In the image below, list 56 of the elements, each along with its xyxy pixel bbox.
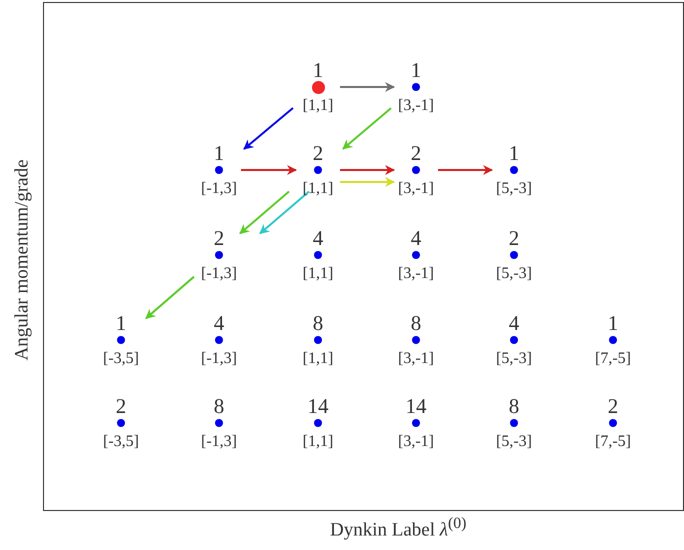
multiplicity-value: 2 [410,142,422,164]
weight-label: [1,1] [302,433,334,451]
weight-label: [3,-1] [398,97,434,115]
weight-label: [5,-3] [496,180,532,198]
weight-label: [-3,5] [103,433,139,451]
weight-label: [7,-5] [595,350,631,368]
multiplicity-value: 8 [410,312,422,334]
weight-label: [-1,3] [201,180,237,198]
weight-label: [1,1] [302,350,334,368]
multiplicity-value: 1 [508,142,520,164]
multiplicity-value: 14 [406,395,426,417]
multiplicity-value: 1 [214,142,224,164]
arrow [259,190,310,234]
multiplicity-value: 1 [312,59,324,81]
multiplicity-value: 2 [214,227,224,249]
weight-label: [3,-1] [398,180,434,198]
weight-label: [-1,3] [201,433,237,451]
arrow [340,177,395,187]
weight-label: [3,-1] [398,433,434,451]
weight-label: [3,-1] [398,265,434,283]
multiplicity-value: 2 [508,227,520,249]
weight-label: [-3,5] [103,350,139,368]
weight-label: [1,1] [302,97,334,115]
arrow [239,190,290,234]
multiplicity-value: 8 [214,395,224,417]
y-axis-title: Angular momentum/grade [11,159,34,361]
arrow [241,165,297,175]
multiplicity-value: 1 [410,59,422,81]
multiplicity-value: 4 [214,312,224,334]
multiplicity-value: 4 [312,227,324,249]
weight-label: [5,-3] [496,433,532,451]
weight-label: [1,1] [302,265,334,283]
multiplicity-value: 1 [608,312,618,334]
arrow [243,107,294,150]
arrow [438,165,493,175]
arrow [145,276,195,320]
weight-label: [1,1] [302,180,334,198]
multiplicity-value: 1 [116,312,126,334]
multiplicity-value: 8 [508,395,520,417]
weight-label: [3,-1] [398,350,434,368]
multiplicity-value: 8 [312,312,324,334]
weight-label: [7,-5] [595,433,631,451]
weight-label: [-1,3] [201,265,237,283]
multiplicity-value: 14 [308,395,328,417]
multiplicity-value: 4 [508,312,520,334]
arrow [342,107,392,150]
arrow [340,82,395,92]
weight-label: [5,-3] [496,265,532,283]
weight-label: [5,-3] [496,350,532,368]
arrow [340,165,395,175]
x-axis-title: Dynkin Label λ$^{(0)}$ [330,515,466,542]
multiplicity-value: 4 [410,227,422,249]
multiplicity-value: 2 [312,142,324,164]
multiplicity-value: 2 [116,395,126,417]
weight-label: [-1,3] [201,350,237,368]
multiplicity-value: 2 [608,395,618,417]
